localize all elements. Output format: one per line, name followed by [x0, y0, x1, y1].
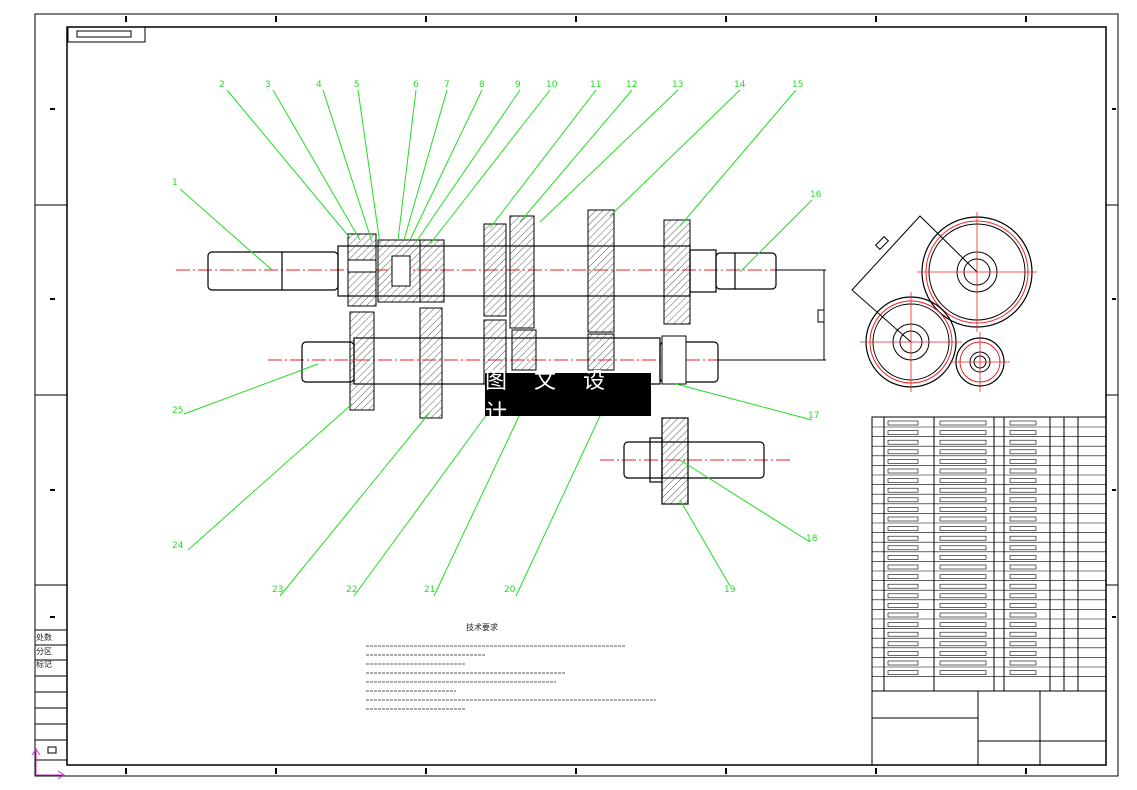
parts-list-rows — [872, 420, 1106, 677]
upper-shaft-gears — [347, 209, 691, 333]
side-label-0: 标记 — [36, 660, 52, 669]
gear-centerlines — [860, 212, 1037, 392]
gear-side-view — [851, 215, 1033, 388]
part-label-4: 4 — [316, 80, 322, 90]
part-label-7: 7 — [444, 80, 450, 90]
part-label-1: 1 — [172, 178, 178, 188]
technical-requirements-text — [366, 645, 656, 710]
parts-list-table — [871, 416, 1107, 766]
part-label-2: 2 — [219, 80, 225, 90]
part-label-11: 11 — [590, 80, 601, 90]
origin-marker — [31, 748, 65, 780]
idler-shaft — [623, 417, 765, 505]
part-label-12: 12 — [626, 80, 637, 90]
technical-requirements-title: 技术要求 — [466, 623, 498, 632]
part-label-5: 5 — [354, 80, 360, 90]
part-label-3: 3 — [265, 80, 271, 90]
lower-shaft-gears — [349, 307, 687, 419]
part-label-10: 10 — [546, 80, 558, 90]
dimension-line — [718, 269, 826, 361]
part-label-17: 17 — [808, 411, 819, 421]
part-label-22: 22 — [346, 585, 357, 595]
part-label-8: 8 — [479, 80, 485, 90]
part-label-23: 23 — [272, 585, 283, 595]
revision-table — [34, 629, 68, 761]
part-label-14: 14 — [734, 80, 746, 90]
part-label-18: 18 — [806, 534, 818, 544]
part-label-15: 15 — [792, 80, 803, 90]
part-label-6: 6 — [413, 80, 419, 90]
part-label-20: 20 — [504, 585, 516, 595]
part-label-19: 19 — [724, 585, 736, 595]
part-label-21: 21 — [424, 585, 435, 595]
zone-ticks — [50, 16, 1116, 774]
side-label-2: 分区 — [36, 647, 52, 656]
leader-lines — [179, 89, 813, 597]
side-label-1: 处数 — [36, 633, 52, 642]
part-label-9: 9 — [515, 80, 521, 90]
watermark: 图 文 设 计 — [485, 369, 651, 426]
part-label-25: 25 — [172, 406, 183, 416]
part-label-13: 13 — [672, 80, 683, 90]
part-label-24: 24 — [172, 541, 184, 551]
part-label-16: 16 — [810, 190, 822, 200]
